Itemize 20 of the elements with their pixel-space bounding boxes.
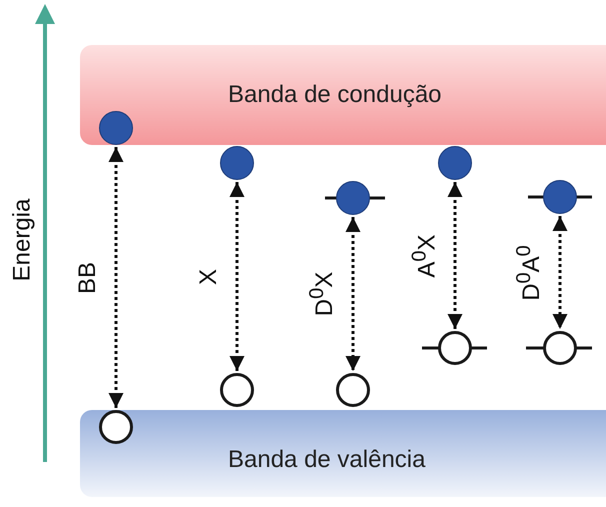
electron-circle xyxy=(543,180,577,214)
electron-circle xyxy=(99,111,133,145)
hole-circle xyxy=(543,331,577,365)
double-arrow xyxy=(346,217,360,371)
band-label: Banda de condução xyxy=(228,81,442,109)
electron-circle xyxy=(336,181,370,215)
axis-label: Energia xyxy=(10,198,34,282)
double-arrow xyxy=(552,216,568,329)
conduction-band xyxy=(80,45,606,145)
valence-band xyxy=(80,410,606,497)
electron-circle xyxy=(438,146,472,180)
hole-circle xyxy=(99,410,133,444)
hole-circle xyxy=(438,331,472,365)
band-label: Banda de valência xyxy=(228,446,426,474)
hole-circle xyxy=(220,373,254,407)
double-arrow xyxy=(448,182,462,329)
hole-circle xyxy=(336,373,370,407)
electron-circle xyxy=(220,146,254,180)
double-arrow xyxy=(230,182,244,371)
double-arrow xyxy=(108,147,124,408)
